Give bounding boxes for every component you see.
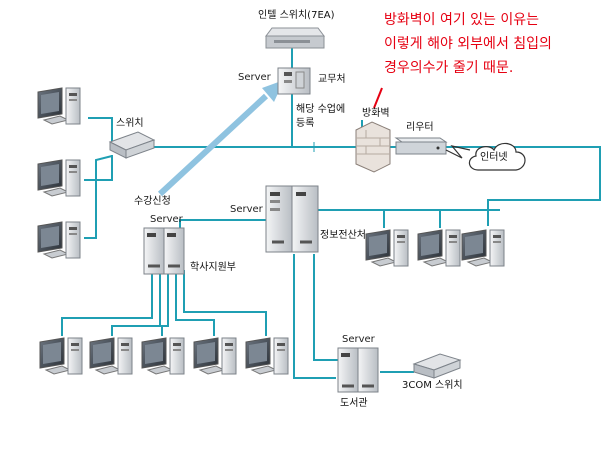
server-label-mid: Server	[230, 204, 263, 215]
internet-label: 인터넷	[480, 152, 508, 163]
server-label-library: Server	[342, 334, 375, 345]
course-register-label: 해당 수업에	[296, 104, 346, 115]
enroll-arrow	[157, 80, 284, 197]
pc-icon	[39, 337, 83, 375]
firewall-label: 방화벽	[362, 108, 390, 119]
router-label: 리우터	[406, 122, 434, 133]
pc-icon	[37, 87, 81, 125]
firewall-note: 방화벽이 여기 있는 이유는 이렇게 해야 외부에서 침입의 경우의수가 줄기 …	[384, 8, 552, 80]
server-icon-info-center	[265, 185, 319, 253]
pc-icon	[141, 337, 185, 375]
server-icon-library	[337, 347, 379, 393]
server-label-top: Server	[238, 72, 271, 83]
switch-icon	[108, 131, 156, 159]
pc-icon	[37, 159, 81, 197]
library-label: 도서관	[340, 398, 368, 409]
note-line-2: 이렇게 해야 외부에서 침입의	[384, 36, 552, 52]
router-icon	[394, 137, 471, 159]
server-label-left: Server	[150, 214, 183, 225]
3com-switch-icon	[412, 353, 462, 379]
3com-switch-label: 3COM 스위치	[402, 380, 463, 391]
note-pointer	[373, 87, 383, 109]
enroll-request-label: 수강신청	[134, 196, 171, 207]
pc-icon	[245, 337, 289, 375]
info-center-label: 정보전산처	[320, 230, 366, 241]
student-support-label: 학사지원부	[190, 262, 236, 273]
pc-icon	[193, 337, 237, 375]
intel-switch-label: 인텔 스위치(7EA)	[258, 10, 335, 21]
firewall-icon	[355, 121, 391, 173]
switch-label: 스위치	[116, 118, 144, 129]
network-links	[61, 48, 601, 379]
workstations	[37, 87, 505, 375]
internet-cloud-icon	[468, 142, 526, 171]
pc-icon	[37, 221, 81, 259]
pc-icon	[417, 229, 461, 267]
course-register-label-2: 등록	[296, 118, 315, 129]
server-icon-academic	[277, 67, 311, 95]
note-line-1: 방화벽이 여기 있는 이유는	[384, 12, 540, 28]
server-icon-student-support	[143, 227, 185, 275]
pc-icon	[89, 337, 133, 375]
note-line-3: 경우의수가 줄기 때문.	[384, 60, 514, 76]
academic-office-label: 교무처	[318, 74, 346, 85]
intel-switch-icon	[265, 27, 325, 49]
pc-icon	[365, 229, 409, 267]
pc-icon	[461, 229, 505, 267]
